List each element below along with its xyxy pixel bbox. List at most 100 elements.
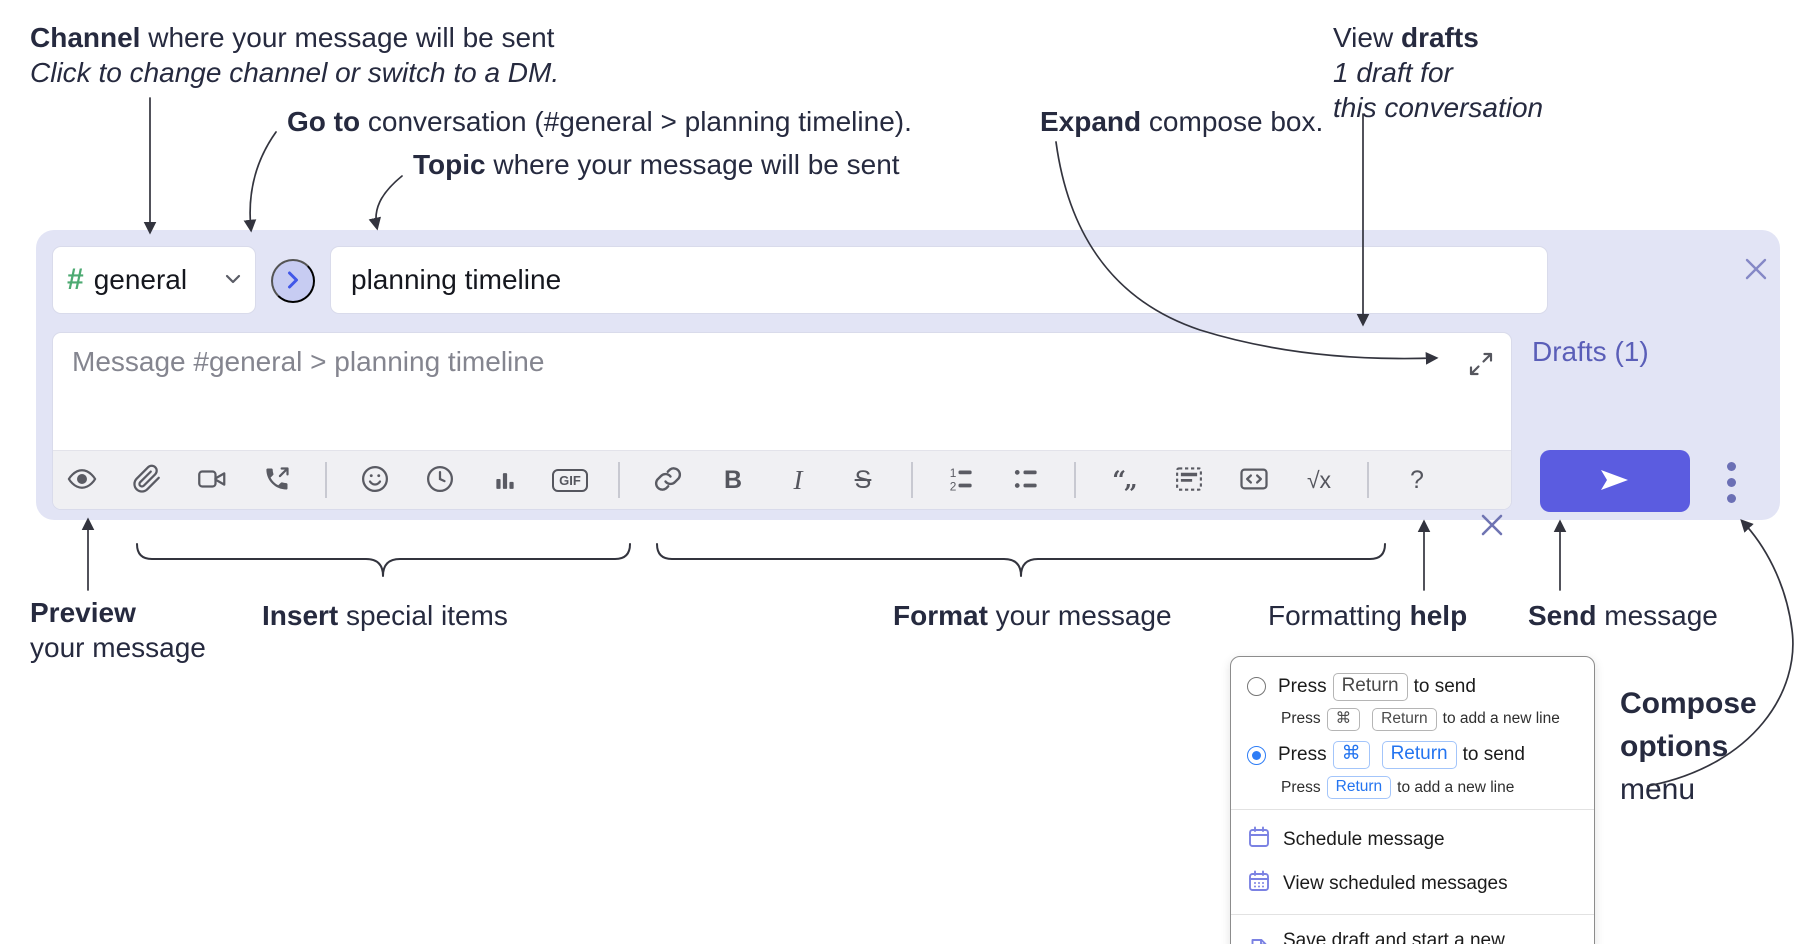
send-icon (1596, 464, 1634, 499)
svg-text:2: 2 (950, 479, 957, 493)
strikethrough-icon: S (854, 465, 872, 494)
topic-input[interactable] (331, 247, 1547, 313)
svg-text:1: 1 (950, 466, 957, 480)
compose-options-callout: Compose options menu (1620, 687, 1757, 806)
return-keycap: Return (1372, 707, 1437, 732)
expand-compose-button[interactable] (1463, 347, 1499, 383)
insert-callout: Insert special items (262, 600, 508, 631)
insert-brace (136, 543, 631, 577)
code-icon (1239, 464, 1269, 497)
calendar-icon (1247, 825, 1271, 855)
close-icon (1742, 255, 1770, 286)
link-icon (653, 464, 683, 497)
document-check-icon (1247, 937, 1271, 944)
schedule-message-item[interactable]: Schedule message (1231, 818, 1594, 862)
return-keycap: Return (1332, 673, 1408, 701)
video-call-button[interactable] (195, 463, 229, 497)
spoiler-button[interactable] (1172, 463, 1206, 497)
menu-divider (1231, 914, 1594, 916)
spoiler-icon (1174, 464, 1204, 497)
toolbar-divider (1367, 462, 1369, 498)
return-keycap: Return (1381, 741, 1457, 769)
link-button[interactable] (651, 463, 685, 497)
channel-name: general (93, 264, 188, 295)
quote-icon: “„ (1112, 465, 1138, 494)
goto-callout: Go to conversation (#general > planning … (287, 106, 912, 137)
math-button[interactable]: √x (1302, 463, 1336, 497)
attach-file-button[interactable] (130, 463, 164, 497)
option-cmd-return-hint: Press Return to add a new line (1231, 774, 1594, 801)
clear-topic-button[interactable] (1472, 506, 1512, 546)
compose-options-menu: Press Return to send Press ⌘ Return to a… (1230, 656, 1595, 944)
compose-box: # general Drafts (1) (36, 230, 1780, 535)
question-mark-icon: ? (1410, 465, 1424, 494)
topic-connector (368, 175, 403, 231)
menu-divider (1231, 809, 1594, 811)
bar-chart-icon (491, 465, 519, 496)
eye-icon (67, 464, 97, 497)
code-button[interactable] (1237, 463, 1271, 497)
bold-button[interactable]: B (716, 463, 750, 497)
time-button[interactable] (423, 463, 457, 497)
radio-unselected[interactable] (1247, 677, 1266, 697)
cmd-keycap: ⌘ (1332, 741, 1370, 769)
channel-selector[interactable]: # general (52, 246, 256, 314)
clock-icon (425, 464, 455, 497)
channel-callout: Channel where your message will be sent … (30, 22, 560, 88)
italic-button[interactable]: I (781, 463, 815, 497)
preview-button[interactable] (65, 463, 99, 497)
expand-callout: Expand compose box. (1040, 106, 1324, 137)
send-button[interactable] (1540, 450, 1690, 512)
topic-callout: Topic where your message will be sent (413, 149, 900, 180)
gif-icon: GIF (552, 468, 588, 492)
view-scheduled-messages-item[interactable]: View scheduled messages (1231, 862, 1594, 906)
expand-icon (1468, 351, 1494, 380)
poll-button[interactable] (488, 463, 522, 497)
chevron-right-icon (287, 271, 299, 292)
emoji-button[interactable] (358, 463, 392, 497)
option-return-hint: Press ⌘ Return to add a new line (1231, 706, 1594, 733)
formatting-help-callout: Formatting help (1268, 600, 1468, 631)
topic-input-wrap (330, 246, 1548, 314)
preview-callout: Preview your message (30, 597, 206, 663)
paperclip-icon (132, 464, 162, 497)
bulleted-list-icon (1011, 464, 1041, 497)
go-to-conversation-button[interactable] (271, 259, 315, 303)
toolbar-divider (1074, 462, 1076, 498)
close-icon (1479, 512, 1505, 541)
video-camera-icon (197, 464, 227, 497)
message-input[interactable] (53, 333, 1511, 445)
phone-outgoing-icon (263, 465, 291, 496)
save-draft-item[interactable]: Save draft and start a new message (1231, 923, 1594, 944)
quote-button[interactable]: “„ (1107, 463, 1141, 497)
chevron-down-icon (225, 271, 241, 289)
audio-call-button[interactable] (260, 463, 294, 497)
view-drafts-callout: View drafts 1 draft for this conversatio… (1333, 22, 1544, 123)
bulleted-list-button[interactable] (1009, 463, 1043, 497)
cmd-keycap: ⌘ (1326, 707, 1361, 732)
toolbar-divider (325, 462, 327, 498)
option-cmd-return-to-send[interactable]: Press ⌘ Return to send (1231, 739, 1594, 771)
drafts-link[interactable]: Drafts (1) (1532, 336, 1649, 367)
smiley-icon (360, 464, 390, 497)
bold-icon: B (723, 465, 743, 494)
format-callout: Format your message (893, 600, 1172, 631)
goto-connector (243, 131, 277, 233)
gif-button[interactable]: GIF (552, 463, 588, 497)
option-return-to-send[interactable]: Press Return to send (1231, 671, 1594, 703)
send-message-callout: Send message (1528, 600, 1718, 631)
italic-icon: I (793, 464, 803, 495)
toolbar-divider (618, 462, 620, 498)
math-icon: √x (1306, 466, 1332, 493)
formatting-help-button[interactable]: ? (1400, 463, 1434, 497)
compose-options-menu-button[interactable] (1714, 454, 1748, 510)
hash-icon: # (67, 263, 84, 296)
close-compose-button[interactable] (1736, 250, 1776, 290)
strikethrough-button[interactable]: S (846, 463, 880, 497)
calendar-dots-icon (1247, 869, 1271, 899)
radio-selected[interactable] (1247, 745, 1266, 765)
